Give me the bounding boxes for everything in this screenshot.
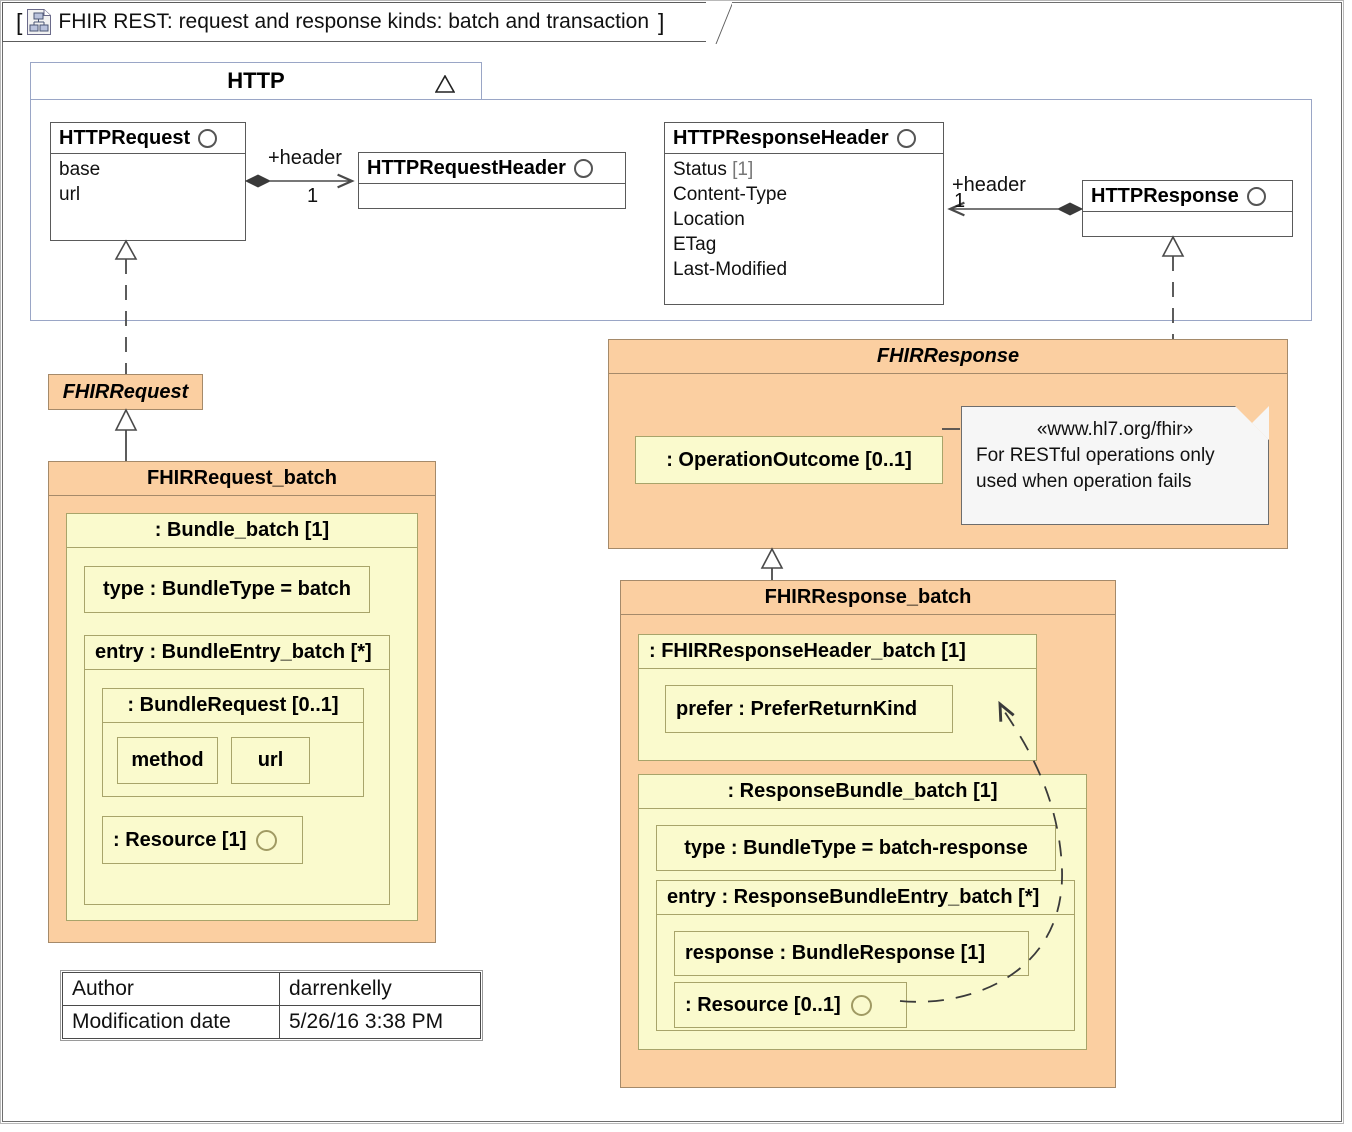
class-httprequest[interactable]: HTTPRequest base url xyxy=(50,122,246,241)
attribute-row: Status [1] xyxy=(673,157,935,182)
part-operationoutcome[interactable]: : OperationOutcome [0..1] xyxy=(635,436,943,484)
note-stereotype: «www.hl7.org/fhir» xyxy=(1036,419,1194,440)
triangle-icon[interactable] xyxy=(434,73,456,99)
part-bundlerequest[interactable]: : BundleRequest [0..1] method url xyxy=(102,688,364,797)
metadata-key: Author xyxy=(62,972,280,1006)
multiplicity-label-request-header: 1 xyxy=(307,185,319,207)
part-resource-label: : Resource [1] xyxy=(113,828,247,851)
bracket-close: ] xyxy=(658,8,665,35)
class-diagram-icon xyxy=(27,9,52,35)
circle-icon xyxy=(573,158,593,178)
circle-icon xyxy=(198,128,218,148)
note-line: used when operation fails xyxy=(976,471,1192,492)
part-responsebundleentry-batch-header: entry : ResponseBundleEntry_batch [*] xyxy=(657,881,1074,915)
note-hl7-fhir: «www.hl7.org/fhir» For RESTful operation… xyxy=(961,406,1269,525)
class-fhirrequest-batch-name: FHIRRequest_batch xyxy=(49,462,435,496)
package-tab-http: HTTP xyxy=(30,62,482,100)
circle-icon xyxy=(1246,186,1266,206)
metadata-table: Author darrenkelly Modification date 5/2… xyxy=(60,970,483,1041)
class-httpresponseheader[interactable]: HTTPResponseHeader Status [1] Content-Ty… xyxy=(664,122,944,305)
property-type-bundletype-response[interactable]: type : BundleType = batch-response xyxy=(656,825,1056,871)
part-bundleentry-batch-header: entry : BundleEntry_batch [*] xyxy=(85,636,389,670)
part-fhirresponseheader-batch[interactable]: : FHIRResponseHeader_batch [1] prefer : … xyxy=(638,634,1037,761)
attribute-row: Content-Type xyxy=(673,184,788,205)
class-httpresponseheader-name: HTTPResponseHeader xyxy=(673,126,889,149)
part-resource[interactable]: : Resource [1] xyxy=(102,816,303,864)
attribute-row: ETag xyxy=(673,234,717,255)
part-bundlerequest-header: : BundleRequest [0..1] xyxy=(103,689,363,723)
property-type-bundletype[interactable]: type : BundleType = batch xyxy=(84,566,370,613)
class-httprequest-header: HTTPRequest xyxy=(51,123,245,153)
class-fhirresponse-batch-name: FHIRResponse_batch xyxy=(621,581,1115,615)
circle-icon xyxy=(850,994,872,1016)
class-fhirresponse-batch[interactable]: FHIRResponse_batch : FHIRResponseHeader_… xyxy=(620,580,1116,1088)
class-httpresponse-attributes xyxy=(1083,211,1292,238)
bracket-open: [ xyxy=(16,8,23,35)
part-responsebundleentry-batch[interactable]: entry : ResponseBundleEntry_batch [*] re… xyxy=(656,880,1075,1031)
title-tab-corner xyxy=(706,2,732,44)
part-responsebundle-batch[interactable]: : ResponseBundle_batch [1] type : Bundle… xyxy=(638,774,1087,1050)
part-fhirresponseheader-batch-header: : FHIRResponseHeader_batch [1] xyxy=(639,635,1036,669)
class-httpresponse[interactable]: HTTPResponse xyxy=(1082,180,1293,237)
class-fhirresponse[interactable]: FHIRResponse : OperationOutcome [0..1] «… xyxy=(608,339,1288,549)
class-httpresponseheader-header: HTTPResponseHeader xyxy=(665,123,943,153)
circle-icon xyxy=(896,128,916,148)
note-line: For RESTful operations only xyxy=(976,445,1215,466)
class-httpresponse-header: HTTPResponse xyxy=(1083,181,1292,211)
multiplicity-label-response-header: 1 xyxy=(954,190,966,212)
metadata-key: Modification date xyxy=(62,1005,280,1039)
class-fhirrequest-batch[interactable]: FHIRRequest_batch : Bundle_batch [1] typ… xyxy=(48,461,436,943)
attribute-row: url xyxy=(59,184,81,205)
attribute-row: Location xyxy=(673,209,745,230)
metadata-value: 5/26/16 3:38 PM xyxy=(279,1005,481,1039)
part-operationoutcome-label: : OperationOutcome [0..1] xyxy=(666,448,912,471)
role-label-response-header: +header xyxy=(952,174,1026,196)
package-name-label: HTTP xyxy=(227,68,285,93)
table-row: Author darrenkelly xyxy=(62,972,481,1006)
property-prefer[interactable]: prefer : PreferReturnKind xyxy=(665,685,953,733)
class-httprequestheader-attributes xyxy=(359,183,625,210)
class-httprequest-attributes: base url xyxy=(51,153,245,213)
attribute-multiplicity: [1] xyxy=(732,159,754,180)
part-responsebundle-batch-header: : ResponseBundle_batch [1] xyxy=(639,775,1086,809)
field-method[interactable]: method xyxy=(117,737,218,784)
metadata-value: darrenkelly xyxy=(279,972,481,1006)
diagram-title-tab: [ FHIR REST: request and response kinds:… xyxy=(2,2,714,42)
property-response-bundleresponse[interactable]: response : BundleResponse [1] xyxy=(674,931,1029,976)
class-httprequestheader-header: HTTPRequestHeader xyxy=(359,153,625,183)
part-bundle-batch-header: : Bundle_batch [1] xyxy=(67,514,417,548)
part-bundleentry-batch[interactable]: entry : BundleEntry_batch [*] : BundleRe… xyxy=(84,635,390,905)
part-bundle-batch[interactable]: : Bundle_batch [1] type : BundleType = b… xyxy=(66,513,418,921)
class-httprequestheader[interactable]: HTTPRequestHeader xyxy=(358,152,626,209)
diagram-title-text: FHIR REST: request and response kinds: b… xyxy=(58,10,650,33)
class-fhirresponse-name: FHIRResponse xyxy=(609,340,1287,374)
role-label-request-header: +header xyxy=(268,147,342,169)
class-httprequest-name: HTTPRequest xyxy=(59,126,191,149)
class-fhirrequest-name: FHIRRequest xyxy=(62,380,189,403)
circle-icon xyxy=(256,829,278,851)
class-httprequestheader-name: HTTPRequestHeader xyxy=(367,156,566,179)
attribute-row: base xyxy=(59,159,101,180)
attribute-row: Last-Modified xyxy=(673,259,788,280)
field-url[interactable]: url xyxy=(231,737,310,784)
class-httpresponseheader-attributes: Status [1] Content-Type Location ETag La… xyxy=(665,153,943,288)
attribute-name: Status xyxy=(673,159,727,180)
table-row: Modification date 5/26/16 3:38 PM xyxy=(62,1005,481,1039)
part-resource-response[interactable]: : Resource [0..1] xyxy=(674,982,907,1028)
part-resource-response-label: : Resource [0..1] xyxy=(685,993,841,1016)
class-fhirrequest[interactable]: FHIRRequest xyxy=(48,374,203,410)
class-httpresponse-name: HTTPResponse xyxy=(1091,184,1239,207)
